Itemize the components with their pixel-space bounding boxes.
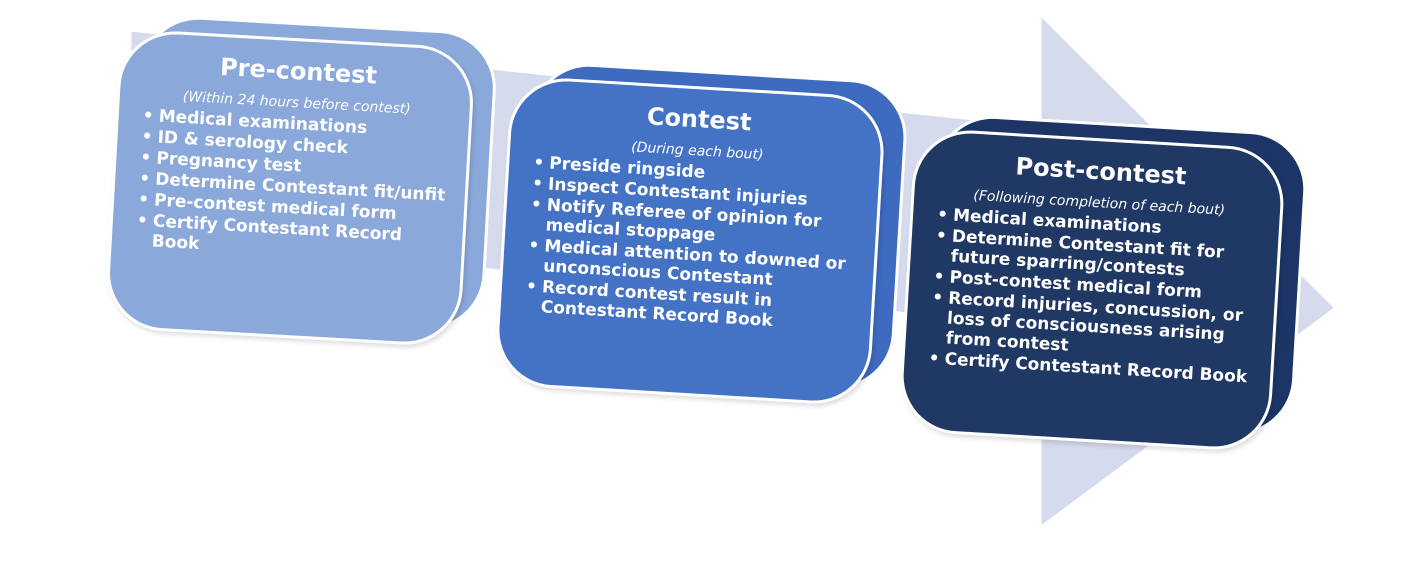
stage-card: Pre-contest (Within 24 hours before cont… bbox=[103, 28, 477, 348]
stage-card: Post-contest (Following completion of ea… bbox=[897, 127, 1287, 453]
stage-task-list: Preside ringside Inspect Contestant inju… bbox=[522, 152, 861, 335]
stage-contest: Contest (During each bout) Preside rings… bbox=[493, 60, 910, 407]
stage-pre-contest: Pre-contest (Within 24 hours before cont… bbox=[103, 13, 499, 348]
stage-task-list: Medical examinations ID & serology check… bbox=[133, 106, 451, 268]
stage-task-list: Medical examinations Determine Contestan… bbox=[926, 205, 1261, 388]
stage-post-contest: Post-contest (Following completion of ea… bbox=[897, 112, 1310, 453]
stage-title: Pre-contest bbox=[219, 52, 378, 90]
stage-card: Contest (During each bout) Preside rings… bbox=[493, 75, 887, 407]
